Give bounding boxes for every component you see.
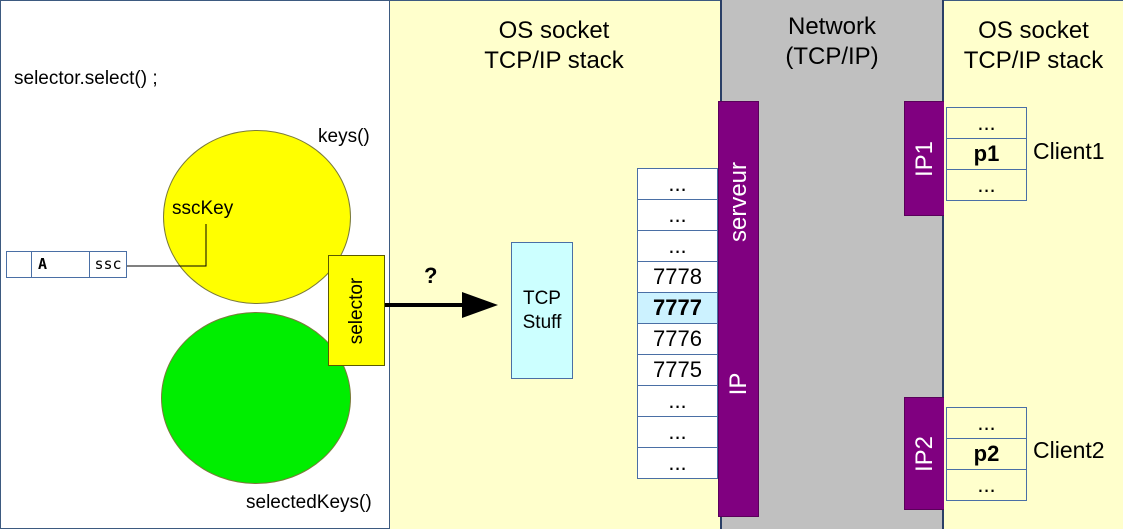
os-stack-title-server: OS socket TCP/IP stack [484,17,624,74]
keys-label: keys() [318,126,370,147]
client1-port-cell: ... [946,107,1027,139]
port-cell: ... [637,385,718,417]
server-ip-bar: serveur IP [718,101,759,517]
os-stack-title-client: OS socket TCP/IP stack [963,17,1104,74]
client2-port-p2: p2 [946,438,1027,470]
port-cell: ... [637,447,718,479]
port-cell: ... [637,199,718,231]
port-cell: ... [637,230,718,262]
client1-port-p1: p1 [946,138,1027,170]
request-arrow [385,292,498,318]
selected-keys-label: selectedKeys() [246,492,372,513]
client1-port-cell: ... [946,169,1027,201]
row-cell-a: A [31,251,90,278]
ssc-key-label: sscKey [172,198,234,219]
server-ip-label: IP [724,372,752,396]
arrow-question-label: ? [424,263,438,288]
select-call-text: selector.select() ; [14,68,158,89]
tcp-stuff-label: TCP Stuff [522,287,562,333]
port-cell-7778: 7778 [637,261,718,293]
client1-ip-bar: IP1 [904,101,946,216]
network-title: Network (TCP/IP) [785,13,879,70]
port-cell-7777: 7777 [637,292,718,324]
tcp-stuff-box: TCP Stuff [511,242,573,379]
client2-ip-bar: IP2 [904,397,946,510]
port-cell-7775: 7775 [637,354,718,386]
client2-port-cell: ... [946,469,1027,501]
client2-label: Client2 [1033,437,1105,463]
ssc-key-connector [126,224,207,267]
server-label: serveur [724,161,752,243]
selector-label: selector [345,277,367,344]
ip2-label: IP2 [911,435,938,473]
port-cell: ... [637,416,718,448]
client1-label: Client1 [1033,138,1105,164]
keys-set-circle [163,130,351,304]
selector-box: selector [328,255,385,366]
selected-keys-set-circle [161,312,351,484]
row-cell [6,251,32,278]
client2-port-cell: ... [946,407,1027,439]
port-cell-7776: 7776 [637,323,718,355]
ip1-label: IP1 [911,140,938,178]
row-cell-ssc: ssc [89,251,127,278]
port-cell: ... [637,168,718,200]
